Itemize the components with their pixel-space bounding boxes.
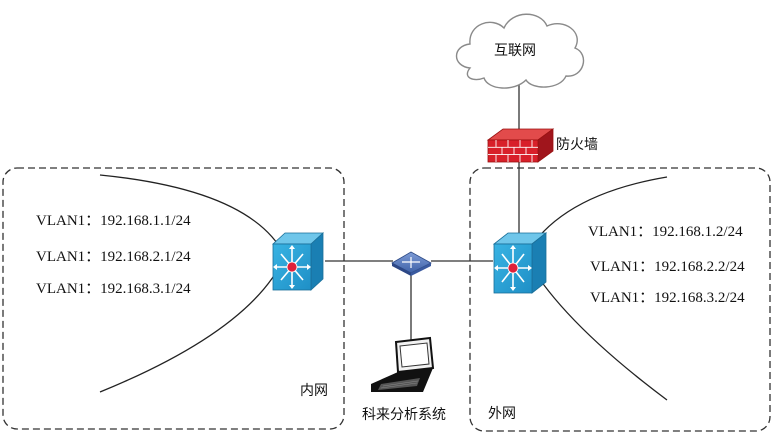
outer-network-box: [469, 167, 771, 432]
laptop-icon: [371, 336, 435, 392]
firewall-icon: [486, 128, 555, 163]
inner-vlan-1: VLAN1：192.168.1.1/24: [36, 213, 191, 229]
firewall-label: 防火墙: [556, 137, 598, 153]
outer-network-label: 外网: [488, 406, 516, 422]
outer-vlan-2: VLAN1：192.168.2.2/24: [590, 259, 745, 275]
outer-vlan-1: VLAN1：192.168.1.2/24: [588, 224, 743, 240]
inner-vlan-3: VLAN1：192.168.3.1/24: [36, 281, 191, 297]
inner-switch-icon: [271, 232, 325, 291]
outer-switch-icon: [492, 232, 548, 294]
network-tap-icon: [391, 251, 432, 276]
internet-cloud-icon: [455, 13, 585, 89]
analyzer-label: 科来分析系统: [362, 407, 446, 423]
inner-network-label: 内网: [300, 383, 328, 399]
outer-vlan-3: VLAN1：192.168.3.2/24: [590, 290, 745, 306]
inner-vlan-2: VLAN1：192.168.2.1/24: [36, 249, 191, 265]
internet-label: 互联网: [494, 43, 536, 59]
inner-network-box: [2, 167, 345, 430]
